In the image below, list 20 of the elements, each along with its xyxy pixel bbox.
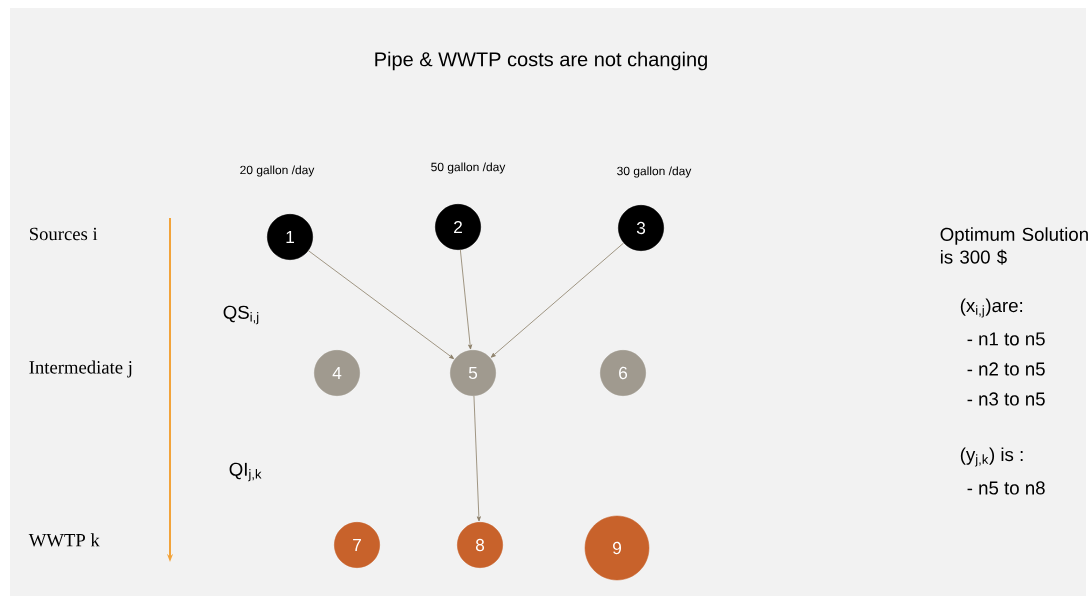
- flow-rate-label: 50 gallon /day: [431, 162, 506, 174]
- arrow: [490, 242, 625, 358]
- text-label: - n5 to n8: [967, 481, 1045, 495]
- text-label: Intermediate j: [29, 360, 132, 378]
- arrow: [473, 395, 481, 522]
- text-label: Sources i: [30, 227, 98, 241]
- text-label: - n2 to n5: [967, 362, 1045, 376]
- flow-rate-label: 20 gallon /day: [240, 165, 315, 177]
- text-label: QS$_{i,j}$: [223, 305, 259, 325]
- arrow: [308, 250, 455, 360]
- title: Pipe & WWTP costs are not changing: [375, 51, 707, 71]
- flow-rate-label: 30 gallon /day: [617, 166, 692, 178]
- arrow: [459, 249, 473, 350]
- text-label: (y$_{j,k}$) is :: [960, 447, 1023, 467]
- text-label: WWTP k: [28, 533, 100, 547]
- text-label: - n1 to n5: [967, 332, 1045, 346]
- text-label: (x$_{i,j}$)are:: [960, 298, 1023, 318]
- text-label: - n3 to n5: [967, 392, 1045, 406]
- text-label: QI$_{j,k}$: [229, 462, 262, 482]
- text-label: Optimum Solution is 300 $: [940, 227, 1088, 265]
